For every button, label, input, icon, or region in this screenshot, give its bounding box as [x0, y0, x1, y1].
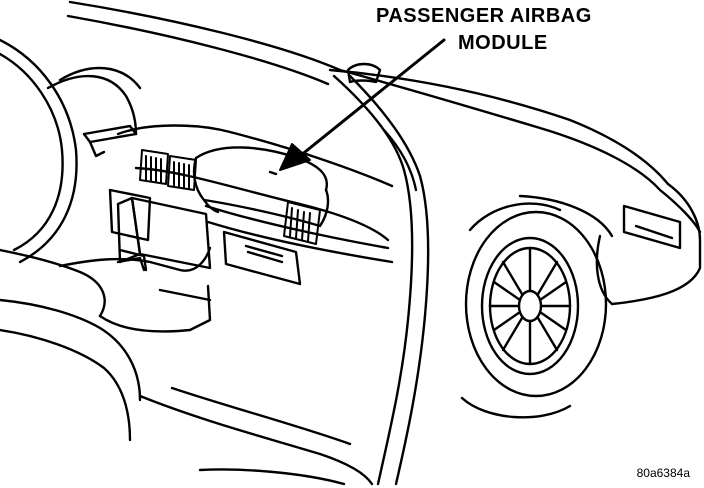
- callout-label-line-1: PASSENGER AIRBAG: [376, 5, 592, 27]
- dashboard: [108, 124, 394, 286]
- passenger-seat: [0, 246, 212, 442]
- instrument-cluster: [46, 66, 142, 136]
- front-wheel: [460, 202, 608, 419]
- callout-arrow: [279, 38, 446, 171]
- steering-wheel: [0, 38, 138, 264]
- door-frame: [138, 74, 430, 486]
- air-vents: [139, 149, 321, 245]
- side-mirror: [346, 62, 382, 84]
- callout-label-line-2: MODULE: [458, 32, 548, 54]
- figure-id: 80a6384a: [636, 466, 690, 480]
